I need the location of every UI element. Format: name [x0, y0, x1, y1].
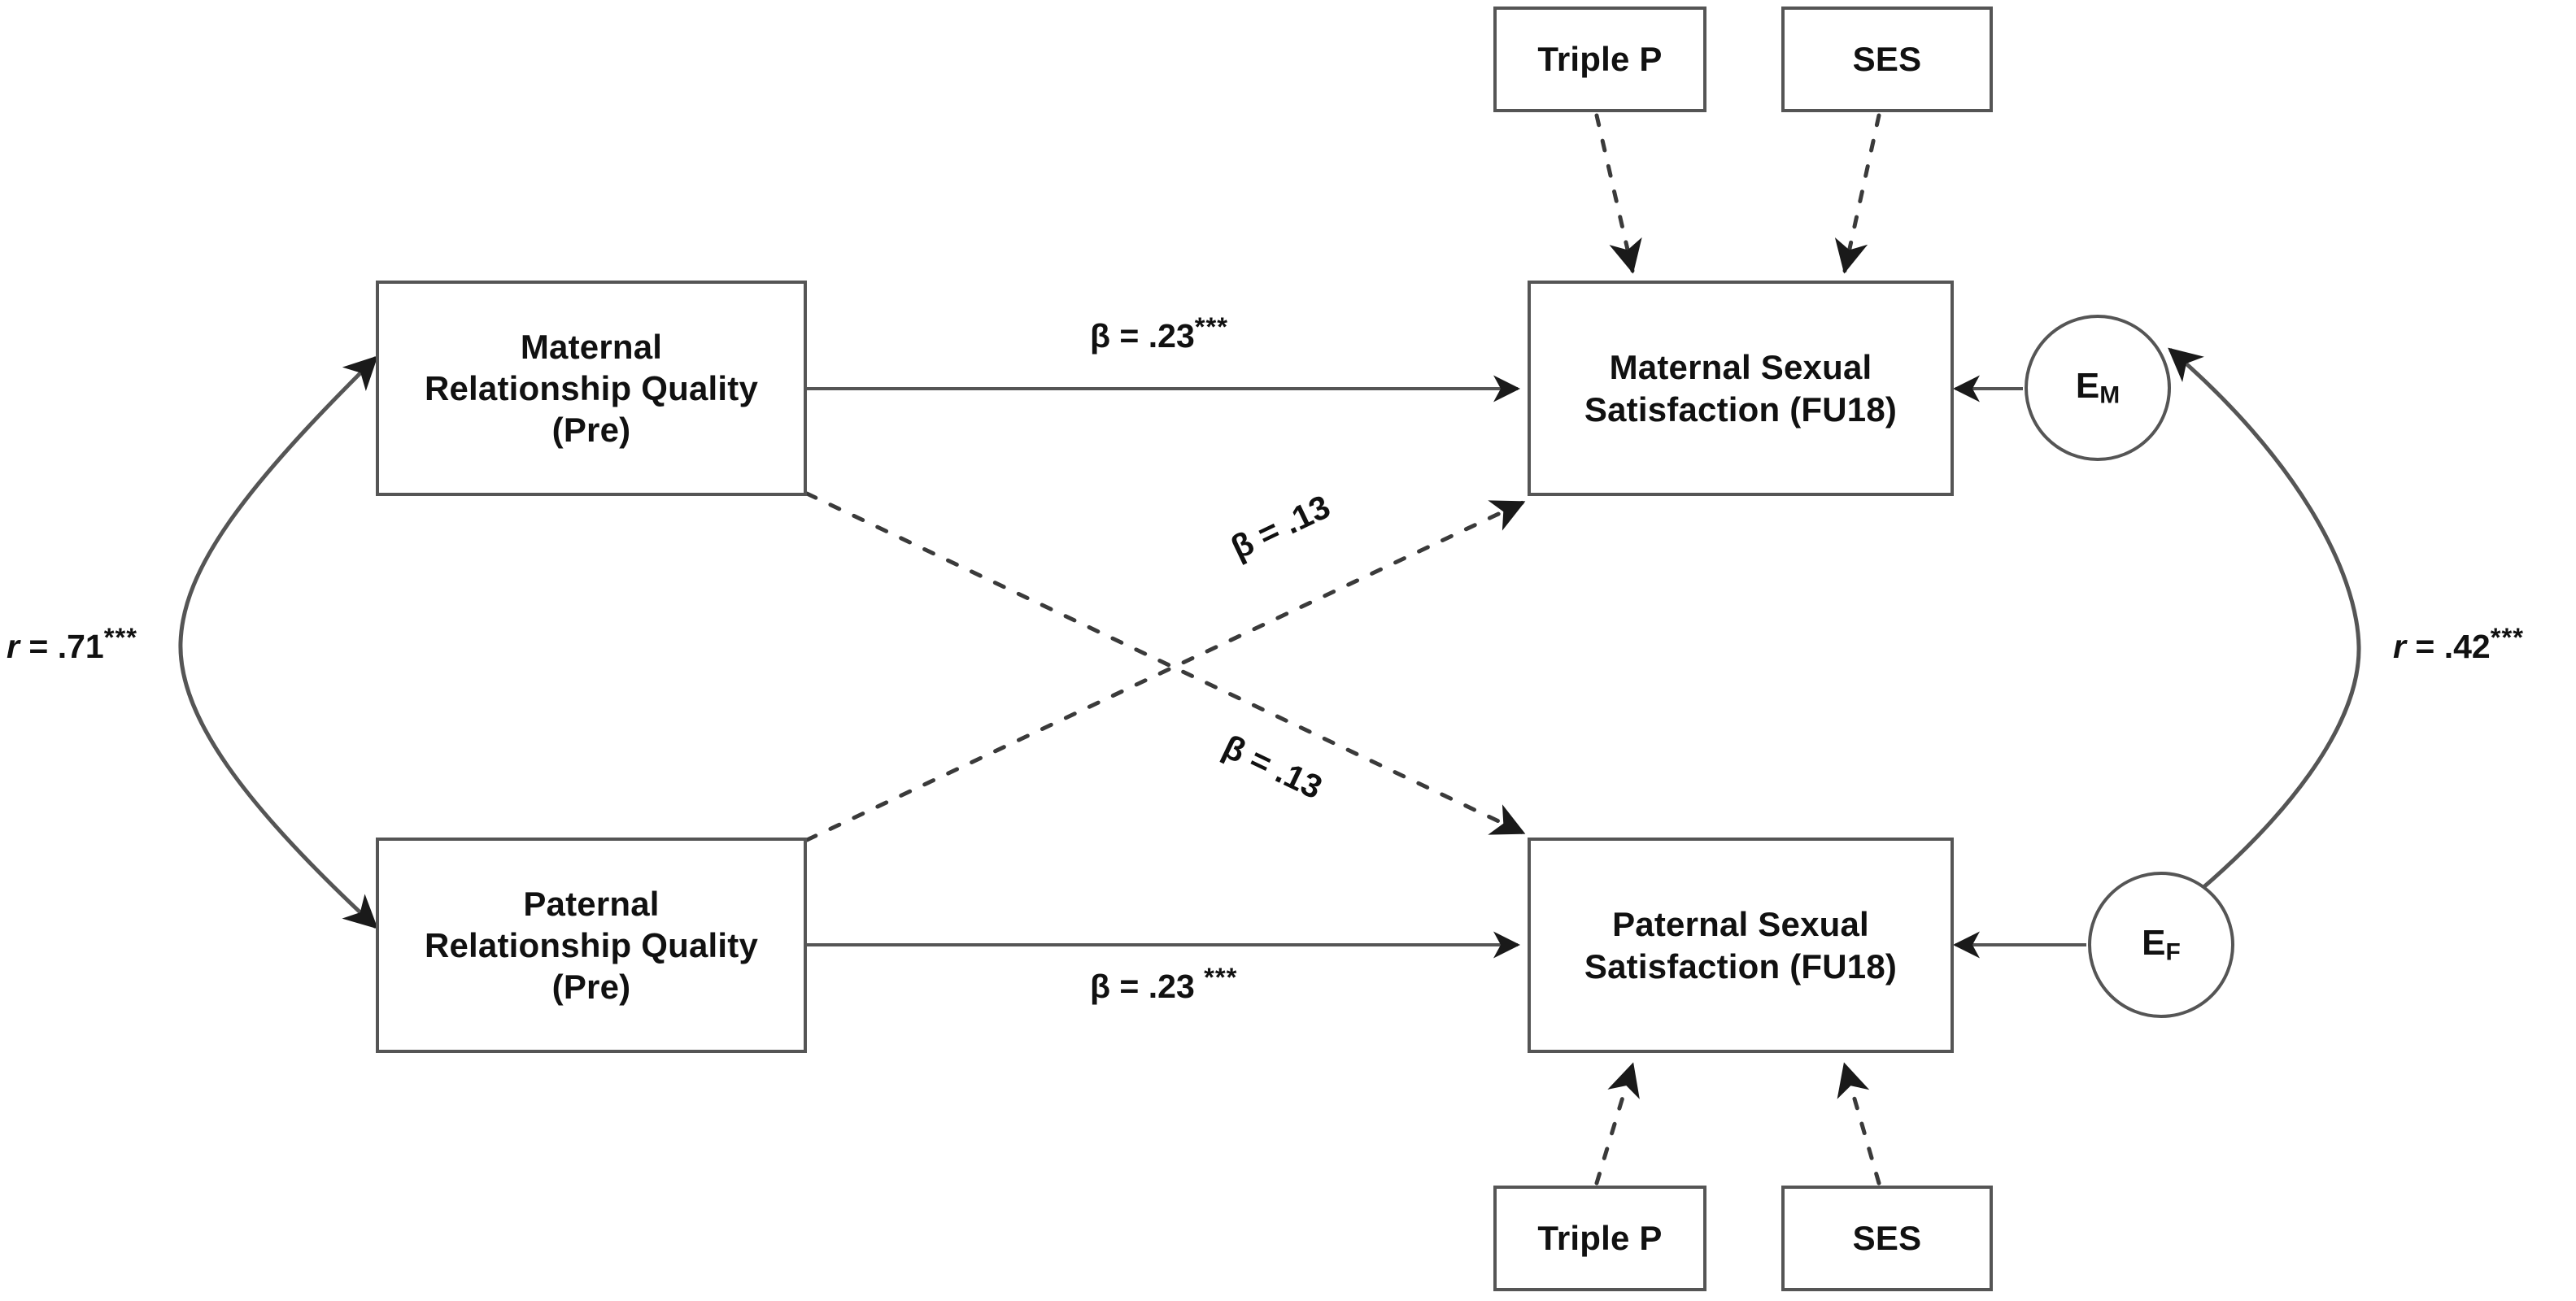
node-label: Paternal Relationship Quality (Pre)	[424, 884, 759, 1007]
edge-triplep-top-to-maternal-ss	[1594, 113, 1642, 274]
edge-correlation-predictors	[178, 355, 378, 929]
node-paternal-relationship-quality[interactable]: Paternal Relationship Quality (Pre)	[376, 838, 807, 1053]
error-maternal-label: EM	[2075, 366, 2121, 409]
label-correlation-errors: r = .42***	[2393, 622, 2524, 665]
node-label: SES	[1852, 1219, 1922, 1258]
node-triple-p-top[interactable]: Triple P	[1493, 7, 1706, 112]
edge-ses-top-to-maternal-ss	[1834, 113, 1881, 274]
node-maternal-relationship-quality[interactable]: Maternal Relationship Quality (Pre)	[376, 281, 807, 496]
edge-partner-maternal-to-paternal	[804, 491, 1526, 835]
edge-partner-paternal-to-maternal	[804, 500, 1526, 842]
node-label: SES	[1852, 40, 1922, 79]
node-label: Maternal Sexual Satisfaction (FU18)	[1584, 348, 1898, 429]
node-label: Triple P	[1537, 40, 1663, 79]
error-paternal-label: EF	[2142, 923, 2181, 966]
node-maternal-sexual-satisfaction[interactable]: Maternal Sexual Satisfaction (FU18)	[1528, 281, 1954, 496]
node-label: Maternal Relationship Quality (Pre)	[424, 327, 759, 450]
node-paternal-sexual-satisfaction[interactable]: Paternal Sexual Satisfaction (FU18)	[1528, 838, 1954, 1053]
node-error-paternal[interactable]: EF	[2088, 872, 2234, 1018]
edge-ses-bottom-to-paternal-ss	[1837, 1062, 1881, 1186]
node-error-maternal[interactable]: EM	[2025, 315, 2171, 461]
label-actor-maternal-path: β = .23***	[1090, 311, 1229, 355]
edge-triplep-bottom-to-paternal-ss	[1594, 1062, 1640, 1186]
node-label: Paternal Sexual Satisfaction (FU18)	[1584, 905, 1898, 986]
label-correlation-predictors: r = .71***	[7, 622, 137, 665]
label-actor-paternal-path: β = .23 ***	[1090, 962, 1238, 1005]
node-triple-p-bottom[interactable]: Triple P	[1493, 1186, 1706, 1291]
edge-correlation-errors	[2168, 347, 2361, 915]
node-ses-bottom[interactable]: SES	[1781, 1186, 1993, 1291]
node-ses-top[interactable]: SES	[1781, 7, 1993, 112]
node-label: Triple P	[1537, 1219, 1663, 1258]
